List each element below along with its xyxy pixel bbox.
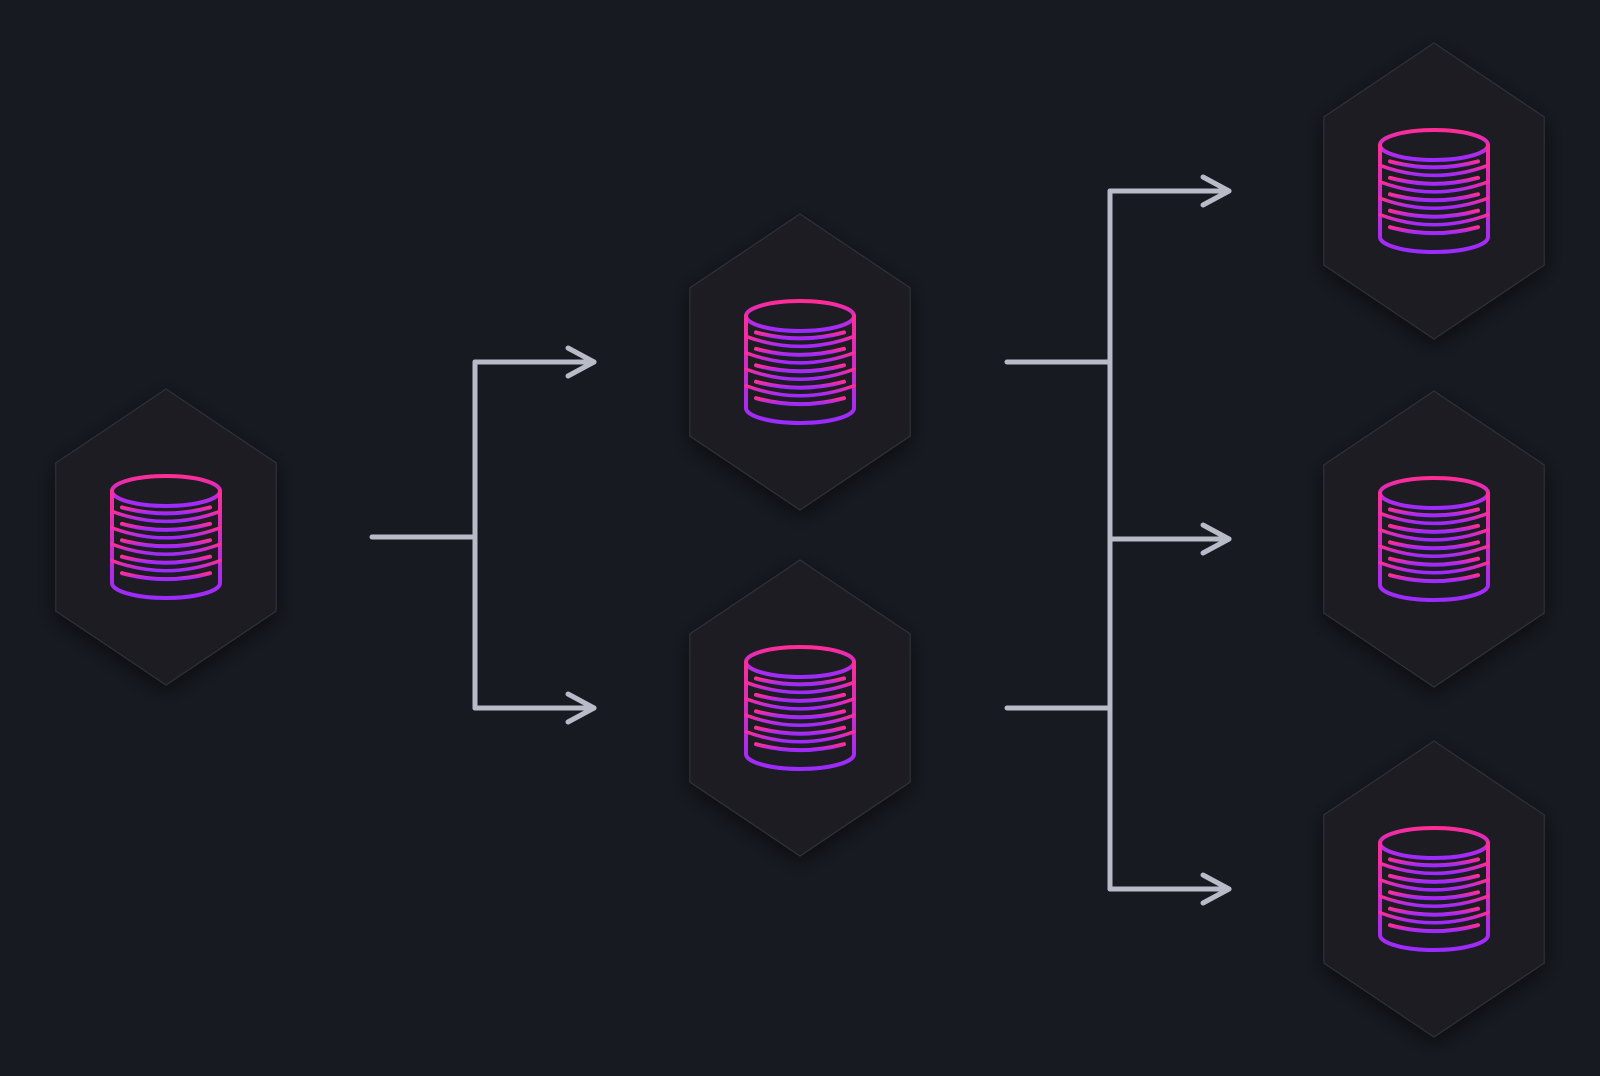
database-icon: [1378, 476, 1490, 602]
arrowhead-icon: [1200, 522, 1232, 556]
node-layer: [55, 42, 1545, 1038]
connector-lines: [369, 174, 1232, 906]
node-out-top[interactable]: [1323, 42, 1545, 340]
arrowhead-icon: [565, 345, 597, 379]
arrowhead-icon: [1200, 872, 1232, 906]
database-icon: [744, 645, 856, 771]
database-icon: [744, 299, 856, 425]
node-out-middle[interactable]: [1323, 390, 1545, 688]
database-icon: [1378, 128, 1490, 254]
arrowhead-icon: [565, 691, 597, 725]
arrowhead-icon: [1200, 174, 1232, 208]
node-mid-top[interactable]: [689, 213, 911, 511]
node-out-bottom[interactable]: [1323, 740, 1545, 1038]
node-source[interactable]: [55, 388, 277, 686]
database-icon: [110, 474, 222, 600]
node-mid-bottom[interactable]: [689, 559, 911, 857]
database-icon: [1378, 826, 1490, 952]
